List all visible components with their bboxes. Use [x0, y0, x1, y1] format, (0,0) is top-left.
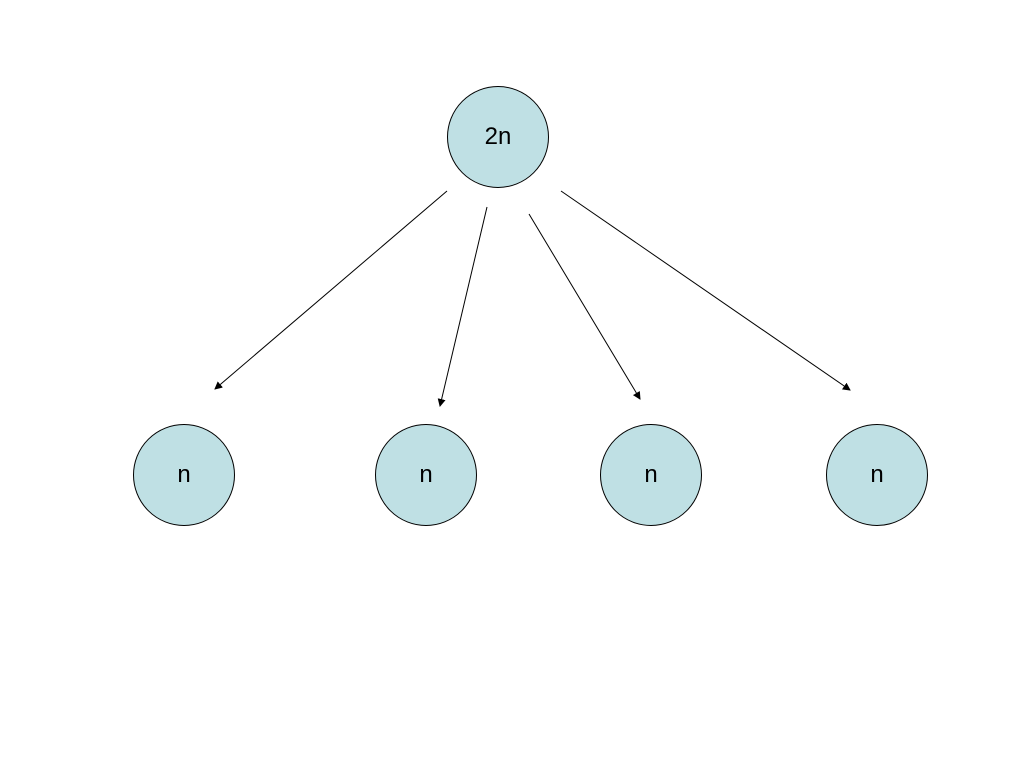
- child-node-1: n: [133, 424, 235, 526]
- child-node-4: n: [826, 424, 928, 526]
- child-node-4-label: n: [870, 461, 884, 488]
- child-node-2-label: n: [419, 461, 433, 488]
- edge-root-to-node-4: [560, 190, 851, 391]
- child-node-2: n: [375, 424, 477, 526]
- root-node-label: 2n: [484, 123, 512, 150]
- edge-root-to-node-2: [437, 206, 488, 407]
- child-node-3-label: n: [644, 461, 658, 488]
- edge-root-to-node-1: [214, 190, 448, 390]
- root-node: 2n: [447, 86, 549, 188]
- child-node-3: n: [600, 424, 702, 526]
- edge-root-to-node-3: [528, 213, 641, 400]
- child-node-1-label: n: [177, 461, 191, 488]
